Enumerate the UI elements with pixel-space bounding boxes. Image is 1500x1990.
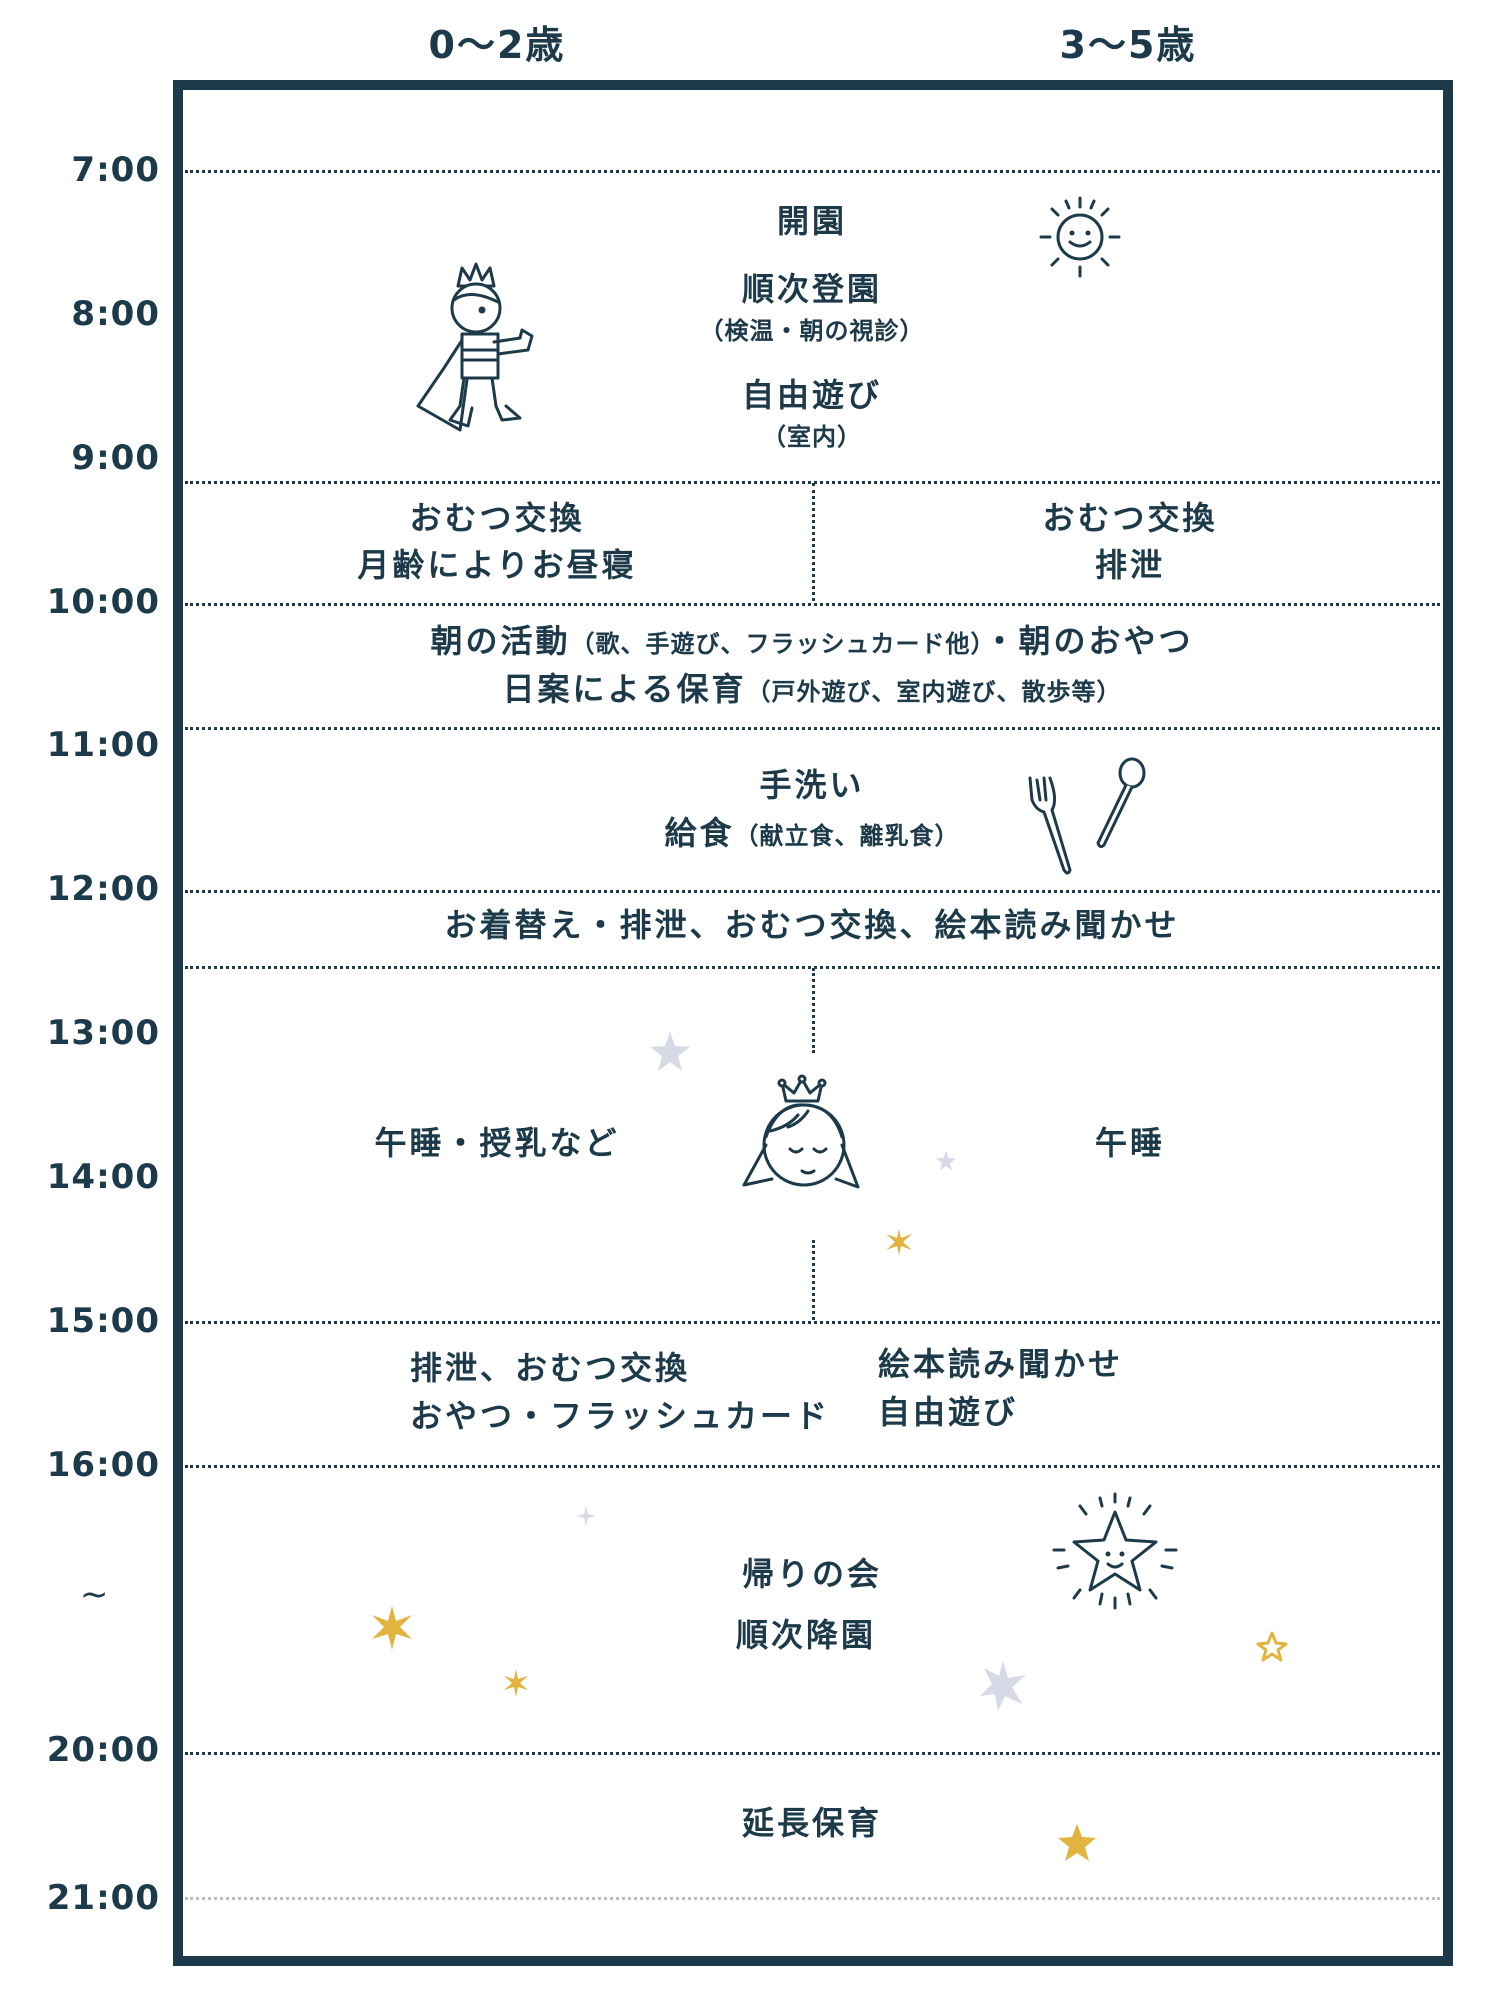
sparkle-icon [504, 1669, 528, 1697]
free-play-note: （室内） [762, 423, 862, 451]
ten-line1: 朝の活動（歌、手遊び、フラッシュカード他）・朝のおやつ [430, 620, 1193, 663]
morning-snack: ・朝のおやつ [983, 622, 1194, 660]
time-label-9: 9:00 [71, 438, 160, 478]
nine-left-line2: 月齢によりお昼寝 [357, 546, 637, 584]
morning-activity: 朝の活動 [430, 622, 571, 660]
divider-11 [185, 727, 1440, 730]
nine-right-line2: 排泄 [1094, 546, 1166, 584]
nine-left-line1: おむつ交換 [409, 499, 585, 537]
nap-left-text: 午睡・授乳など [374, 1124, 620, 1162]
column-divider-13-top [812, 968, 815, 1053]
handwash-text: 手洗い [759, 766, 865, 804]
star-icon [936, 1151, 956, 1171]
divider-7 [185, 170, 1440, 173]
fifteen-left-line2: おやつ・フラッシュカード [410, 1397, 831, 1435]
daily-plan-care: 日案による保育 [502, 670, 747, 708]
star-icon [1256, 1631, 1288, 1662]
time-label-10: 10:00 [46, 582, 160, 622]
divider-10 [185, 603, 1440, 606]
arrival-text: 順次登園 [741, 270, 883, 308]
ten-line2: 日案による保育（戸外遊び、室内遊び、散歩等） [502, 668, 1121, 711]
column-header-3-5: 3～5歳 [1059, 23, 1197, 67]
time-label-15: 15:00 [46, 1301, 160, 1341]
sparkle-icon [372, 1606, 412, 1650]
opening-text: 開園 [776, 202, 848, 240]
schedule-frame [173, 80, 1453, 1966]
time-label-20: 20:00 [46, 1730, 160, 1770]
fork-icon [1028, 776, 1072, 875]
morning-activity-note: （歌、手遊び、フラッシュカード他） [570, 630, 984, 658]
fifteen-right-line1: 絵本読み聞かせ [878, 1345, 1124, 1383]
divider-12 [185, 890, 1440, 893]
divider-16 [185, 1465, 1440, 1468]
arrival-note: （検温・朝の視診） [699, 317, 925, 345]
time-label-7: 7:00 [71, 150, 160, 190]
daily-plan-note: （戸外遊び、室内遊び、散歩等） [746, 678, 1122, 706]
sparkle-icon [886, 1229, 912, 1255]
time-label-16: 16:00 [46, 1445, 160, 1485]
closing-meeting-text: 帰りの会 [741, 1555, 883, 1593]
time-gap-tilde: ≀ [74, 1588, 115, 1602]
star-icon [1058, 1824, 1096, 1861]
column-divider-9 [812, 483, 815, 601]
time-label-13: 13:00 [46, 1013, 160, 1053]
column-divider-13-bottom [812, 1240, 815, 1320]
fifteen-left-line1: 排泄、おむつ交換 [410, 1349, 691, 1387]
divider-12-30 [185, 966, 1440, 969]
lunch-note: （献立食、離乳食） [734, 822, 960, 850]
nine-right-line1: おむつ交換 [1042, 499, 1218, 537]
sparkle-icon [980, 1661, 1026, 1711]
prince-icon [416, 262, 534, 432]
time-label-11: 11:00 [46, 725, 160, 765]
extended-care-text: 延長保育 [741, 1804, 883, 1842]
divider-21 [185, 1897, 1440, 1900]
spoon-icon [1096, 757, 1146, 849]
time-label-8: 8:00 [71, 294, 160, 334]
time-label-14: 14:00 [46, 1157, 160, 1197]
free-play-text: 自由遊び [741, 376, 883, 414]
lunch-text: 給食 [664, 814, 735, 852]
departure-text: 順次降園 [735, 1616, 877, 1654]
time-label-21: 21:00 [46, 1878, 160, 1918]
divider-20 [185, 1752, 1440, 1755]
sparkle-icon [576, 1506, 596, 1526]
lunch-line: 給食（献立食、離乳食） [664, 812, 959, 855]
fifteen-right-line2: 自由遊び [878, 1393, 1019, 1431]
princess-icon [742, 1074, 860, 1189]
time-label-12: 12:00 [46, 869, 160, 909]
divider-15 [185, 1321, 1440, 1324]
smiling-star-icon [1052, 1492, 1178, 1610]
nap-right-text: 午睡 [1094, 1124, 1166, 1162]
star-icon [650, 1032, 690, 1071]
divider-9 [185, 481, 1440, 484]
noon-text: お着替え・排泄、おむつ交換、絵本読み聞かせ [444, 906, 1180, 944]
sun-icon [1039, 196, 1121, 278]
column-header-0-2: 0～2歳 [428, 23, 566, 67]
